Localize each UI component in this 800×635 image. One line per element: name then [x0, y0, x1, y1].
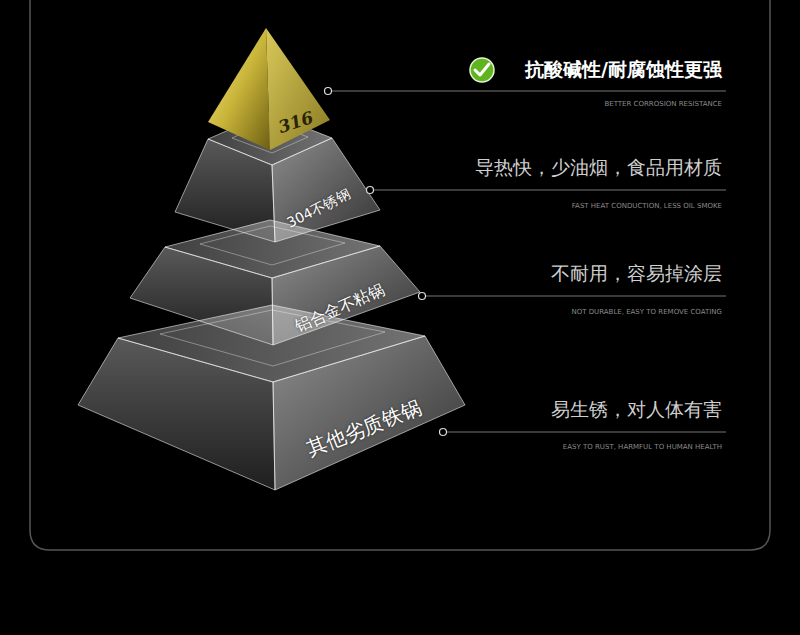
feature-subtitle: FAST HEAT CONDUCTION, LESS OIL SMOKE [572, 202, 722, 210]
feature-heading: 导热快，少油烟，食品用材质 [475, 155, 722, 181]
feature-subtitle: EASY TO RUST, HARMFUL TO HUMAN HEALTH [563, 443, 722, 451]
feature-heading: 易生锈，对人体有害 [551, 397, 722, 423]
feature-heading: 抗酸碱性/耐腐蚀性更强 [525, 57, 722, 83]
check-icon [470, 58, 494, 82]
feature-heading: 不耐用，容易掉涂层 [551, 261, 722, 287]
feature-subtitle: BETTER CORROSION RESISTANCE [604, 100, 722, 108]
feature-subtitle: NOT DURABLE, EASY TO REMOVE COATING [571, 308, 722, 316]
